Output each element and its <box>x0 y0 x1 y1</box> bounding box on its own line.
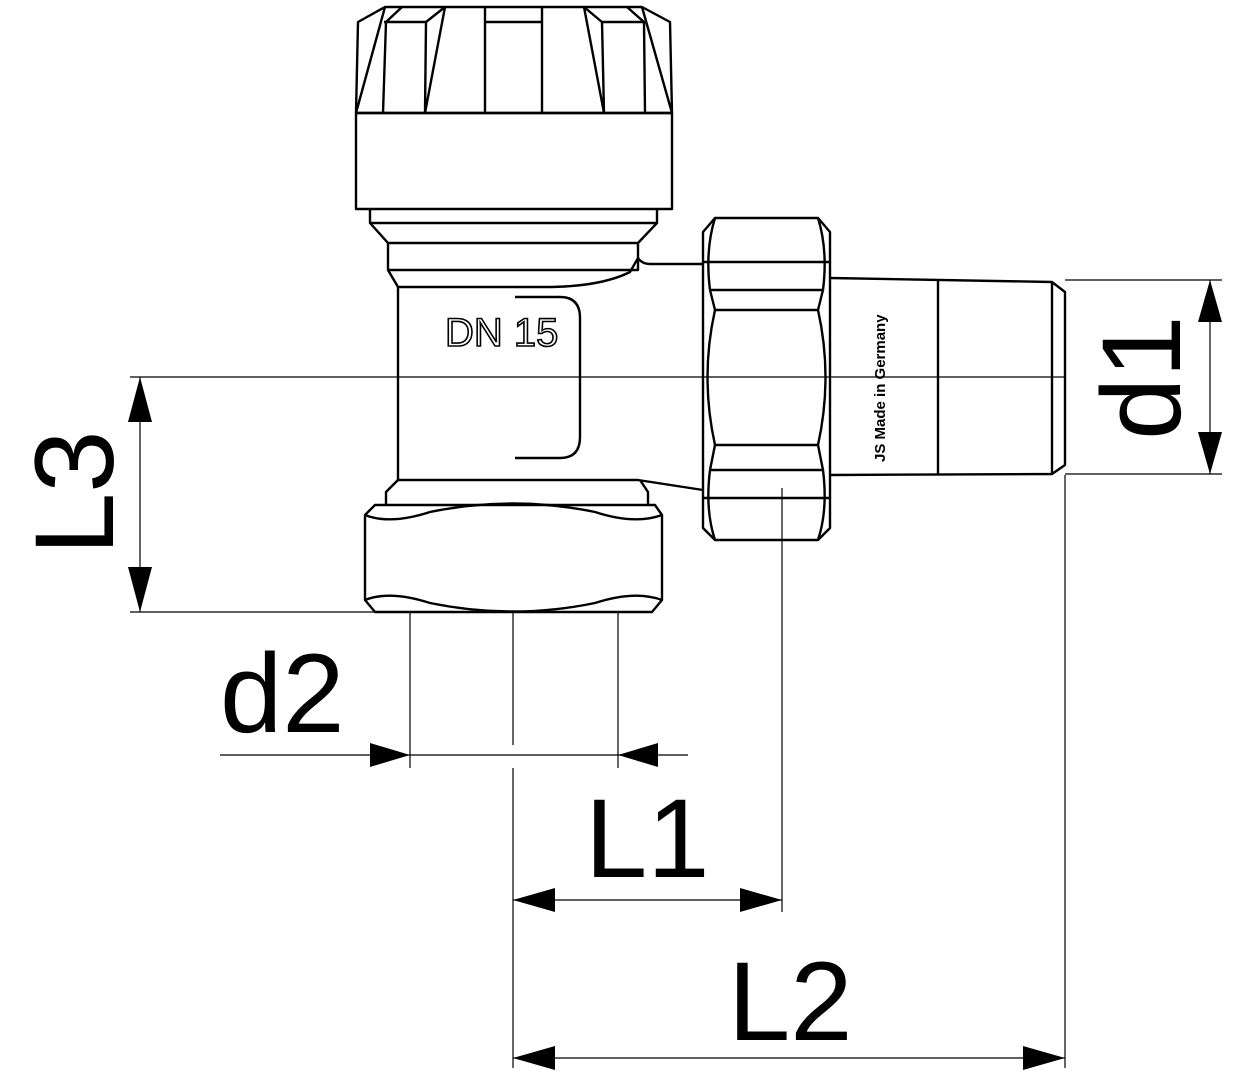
label-l1: L1 <box>585 776 710 901</box>
label-d2: d2 <box>220 631 345 756</box>
extension-lines <box>130 279 1222 1068</box>
dimension-l3 <box>128 377 152 612</box>
dimension-l1 <box>513 888 782 912</box>
label-d1: d1 <box>1079 315 1204 440</box>
body-marking: DN 15 <box>445 311 558 355</box>
dimension-d1 <box>1198 280 1222 474</box>
label-l2: L2 <box>728 939 853 1064</box>
dimension-l2 <box>513 1046 1065 1070</box>
label-l3: L3 <box>12 430 137 555</box>
hex-union-nut <box>701 216 832 542</box>
valve-cap <box>354 5 674 289</box>
dimension-d2 <box>220 743 688 767</box>
tail-marking: JS Made in Germany <box>872 314 889 462</box>
bottom-union-nut <box>363 502 664 614</box>
valve-body <box>384 257 704 505</box>
